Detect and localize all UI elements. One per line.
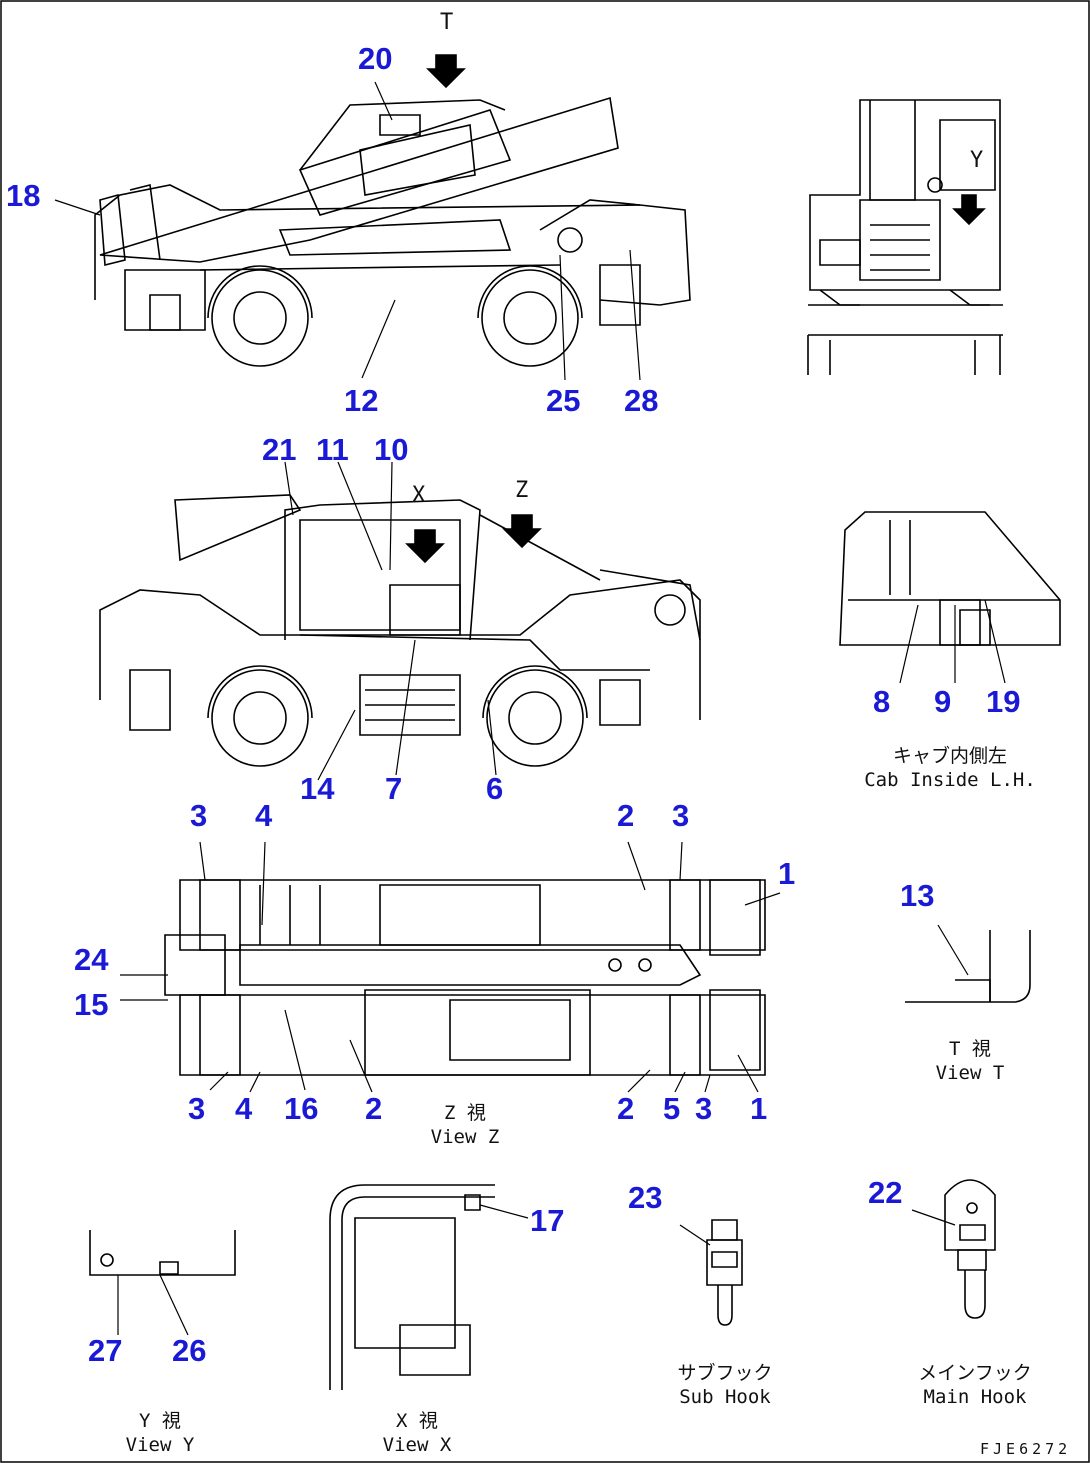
callout-28: 28 [624,383,659,418]
caption-main-hook-en: Main Hook [923,1385,1027,1408]
callout-12: 12 [344,383,379,418]
caption-view-y-en: View Y [125,1433,195,1456]
view-x-arrow [405,529,445,564]
rear-view-machine [807,99,1003,375]
callout-3-bottom-left: 3 [188,1091,206,1126]
view-letter-y: Y [970,148,984,173]
callout-24: 24 [74,942,109,977]
view-y-detail [89,1230,236,1336]
callout-8: 8 [873,684,891,719]
front-wheel [211,269,309,367]
view-z-top-view [120,841,781,1093]
front-wheel [211,669,309,767]
caption-cab-inside-en: Cab Inside L.H. [864,768,1036,791]
callout-5: 5 [663,1091,681,1126]
caption-view-t-jp: T 視 [949,1038,991,1060]
rear-wheel [481,269,579,367]
callout-20: 20 [358,41,393,76]
view-z-arrow [502,514,542,549]
drawing-code: FJE6272 [980,1440,1072,1458]
callout-13: 13 [900,878,935,913]
view-letter-z: Z [515,478,529,503]
view-x-detail [329,1184,529,1390]
cab-inside-view [839,511,1061,684]
callout-21: 21 [262,432,297,467]
caption-view-z-jp: Z 視 [444,1102,486,1124]
callout-10: 10 [374,432,409,467]
callout-3-bottom-right: 3 [695,1091,713,1126]
caption-main-hook: メインフック Main Hook [900,1362,1050,1410]
side-view-left-machine [54,54,691,381]
view-t-detail [905,924,1031,1003]
sub-hook-detail [679,1219,743,1326]
callout-6: 6 [486,771,504,806]
caption-view-t-en: View T [935,1061,1005,1084]
caption-view-y-jp: Y 視 [139,1410,181,1432]
side-view-right-machine [99,461,701,781]
callout-26: 26 [172,1333,207,1368]
callout-16: 16 [284,1091,319,1126]
view-letter-x: X [412,483,426,508]
callout-7: 7 [385,771,403,806]
caption-cab-inside-jp: キャブ内側左 [892,745,1007,767]
callout-19: 19 [986,684,1021,719]
callout-11: 11 [316,432,349,467]
callout-2-bottom-right: 2 [617,1091,635,1126]
callout-9: 9 [934,684,952,719]
callout-3-top-left: 3 [190,798,208,833]
callout-25: 25 [546,383,581,418]
caption-view-z: Z 視 View Z [410,1102,520,1150]
callout-22: 22 [868,1175,903,1210]
callout-1-bottom: 1 [750,1091,768,1126]
view-t-arrow [426,54,466,89]
callout-3-top-right: 3 [672,798,690,833]
view-y-arrow [952,194,986,226]
callout-27: 27 [88,1333,123,1368]
caption-view-y: Y 視 View Y [105,1410,215,1458]
caption-sub-hook-jp: サブフック [677,1362,773,1384]
caption-view-x-en: View X [382,1433,452,1456]
caption-sub-hook-en: Sub Hook [679,1385,771,1408]
caption-view-x: X 視 View X [362,1410,472,1458]
callout-2-bottom-left: 2 [365,1091,383,1126]
callout-15: 15 [74,987,109,1022]
callout-4-top: 4 [255,798,273,833]
caption-main-hook-jp: メインフック [918,1362,1032,1384]
callout-23: 23 [628,1180,663,1215]
callout-14: 14 [300,771,335,806]
callout-4-bottom: 4 [235,1091,253,1126]
view-letter-t: T [440,10,454,35]
caption-view-x-jp: X 視 [396,1410,438,1432]
callout-2-top: 2 [617,798,635,833]
caption-sub-hook: サブフック Sub Hook [660,1362,790,1410]
callout-17: 17 [530,1203,565,1238]
callout-1-top: 1 [778,856,796,891]
rear-wheel [486,669,584,767]
caption-cab-inside: キャブ内側左 Cab Inside L.H. [855,745,1045,793]
caption-view-z-en: View Z [430,1125,500,1148]
main-hook-detail [911,1179,996,1319]
caption-view-t: T 視 View T [915,1038,1025,1086]
callout-18: 18 [6,178,41,213]
